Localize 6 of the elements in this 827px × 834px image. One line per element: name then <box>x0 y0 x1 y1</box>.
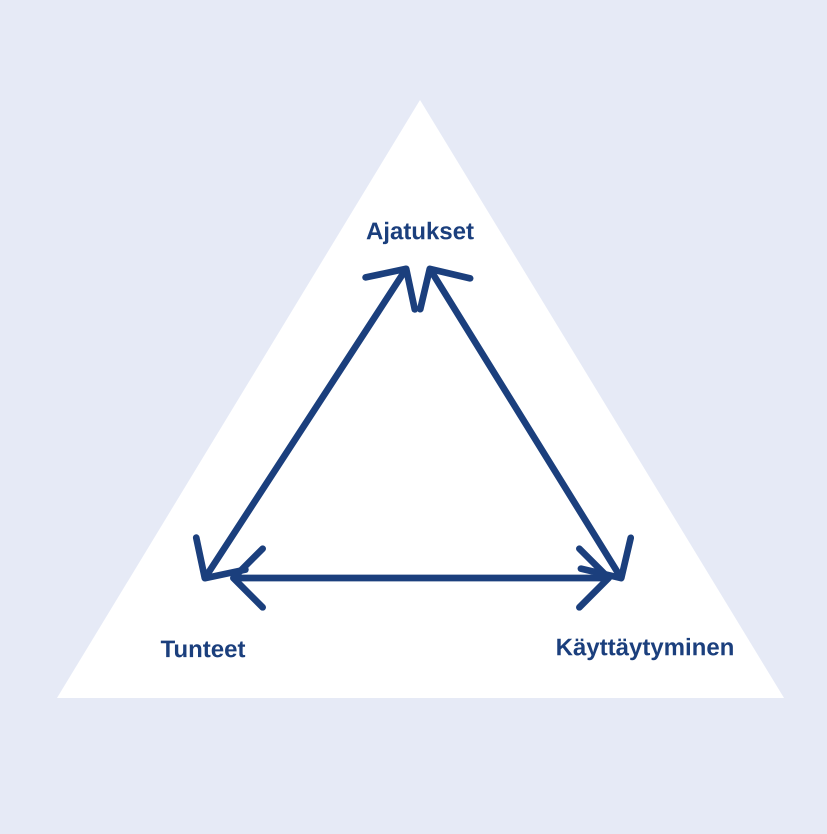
double-arrow <box>230 545 612 611</box>
node-label: Ajatukset <box>366 222 474 244</box>
double-arrow <box>416 266 634 582</box>
node-label: Tunteet <box>160 640 246 658</box>
double-arrow <box>192 265 418 582</box>
node-label: Käyttäytyminen <box>557 638 733 660</box>
